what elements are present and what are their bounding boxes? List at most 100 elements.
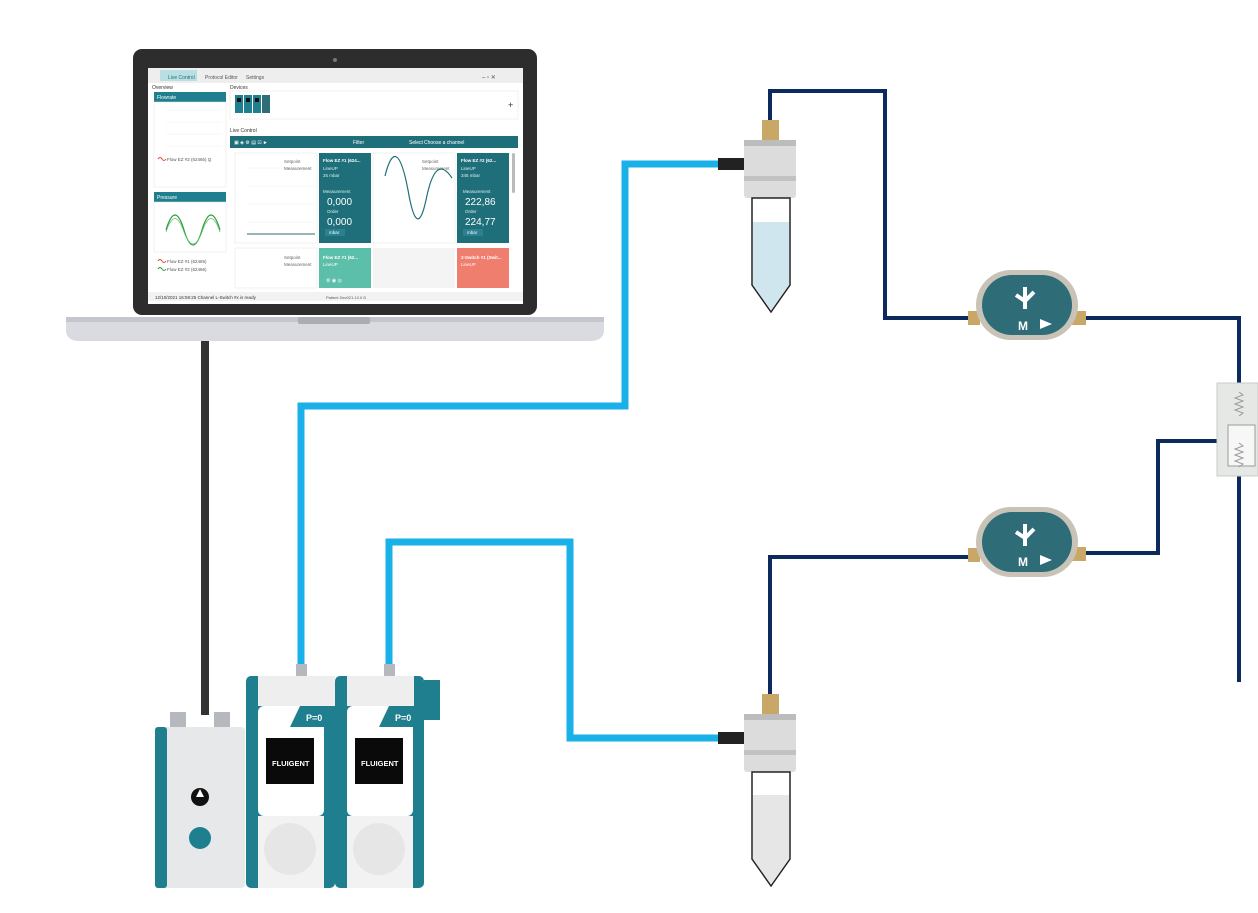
flowrate-legend-icon	[157, 157, 167, 161]
toolbar-icons[interactable]: ▣ ◈ ⚙ ▤ ⊡ ►	[234, 140, 268, 146]
flowrate-panel-title: Flowrate	[157, 95, 176, 101]
card1-title: Flow EZ #1 (624...	[323, 158, 361, 163]
card1-measurement: 0,000	[327, 197, 352, 208]
select-label: Select	[409, 140, 424, 146]
flow-unit-sensor-1: M	[968, 270, 1086, 340]
device-thumbnails[interactable]	[235, 95, 270, 113]
pump1-badge-label: P=0	[306, 713, 322, 723]
pump1-badge	[290, 706, 330, 727]
card2-sine-curve	[384, 155, 453, 220]
card3-measurement-legend: Measurement	[284, 262, 312, 267]
sensor-1-logo-icon	[1014, 287, 1036, 309]
pump1-brand: FLUIGENT	[272, 759, 310, 768]
sensor-2-arrow-icon	[1040, 555, 1052, 565]
devices-label: Devices	[230, 85, 248, 91]
card3-title: Flow EZ #1 (62...	[323, 255, 358, 260]
card3-icons[interactable]: ⚙ ◉ ◎	[326, 278, 343, 284]
card1-subtitle: LineUP	[323, 166, 338, 171]
reservoir-tube-1	[718, 120, 796, 314]
sensor-2-label: M	[1018, 555, 1028, 569]
card2-measurement: 222,86	[465, 197, 496, 208]
pressure-legend-1: Flow EZ #1 (62465)	[167, 259, 207, 264]
card2-measurement-legend: Measurement	[422, 166, 450, 171]
pressure-panel-header	[154, 192, 226, 202]
fluid-tube-1a	[768, 89, 972, 320]
pump2-badge-label: P=0	[395, 713, 411, 723]
chip-channel-1	[1233, 391, 1245, 417]
laptop-base	[66, 317, 604, 341]
flowrate-panel-header	[154, 92, 226, 102]
card2-unit[interactable]: mbar	[467, 230, 478, 235]
laptop-camera	[333, 58, 337, 62]
card2-measurement-label: Measurement	[463, 189, 491, 194]
reservoir-2-liquid	[753, 795, 789, 884]
card2-title: Flow EZ #2 (62...	[461, 158, 496, 163]
link-controller	[155, 712, 245, 888]
pump1-display	[266, 738, 314, 784]
tab-settings-label[interactable]: Settings	[246, 75, 265, 81]
fluid-tube-2b	[1085, 439, 1228, 555]
card2-pressure: 345 mbar	[461, 173, 481, 178]
window-controls[interactable]: – ▫ ✕	[482, 75, 496, 81]
flow-ez-pump-1: P=0 FLUIGENT	[246, 664, 335, 888]
overview-label: Overview	[152, 85, 173, 91]
fluid-tube-2a	[768, 555, 972, 695]
card4-title: 2-Switch #1 (Swit...	[461, 255, 502, 260]
card3-setpoint-legend: Setpoint	[284, 255, 301, 260]
card2-subtitle: LineUP	[461, 166, 476, 171]
tab-protocol-editor-label[interactable]: Protocol Editor	[205, 75, 238, 81]
tab-live-control-label: Live Control	[168, 75, 195, 81]
pump2-display	[355, 738, 403, 784]
choose-channel-dropdown[interactable]: Choose a channel	[424, 140, 464, 146]
live-control-label: Live Control	[230, 128, 257, 134]
sensor-1-label: M	[1018, 319, 1028, 333]
card2-setpoint-legend: Setpoint	[422, 159, 439, 164]
card1-measurement-legend: Measurement	[284, 166, 312, 171]
card1-unit[interactable]: mbar	[329, 230, 340, 235]
pump2-brand: FLUIGENT	[361, 759, 399, 768]
live-control-toolbar	[230, 136, 518, 148]
pressure-curve-2	[165, 218, 221, 245]
flowrate-legend: Flow EZ #2 (62466) Q	[167, 157, 212, 162]
microfluidic-chip	[1216, 382, 1258, 477]
reservoir-1-liquid	[753, 222, 789, 310]
chip-channel-2	[1233, 442, 1245, 468]
pressure-legend-1-icon	[157, 259, 167, 263]
sensor-2-logo-icon	[1014, 524, 1036, 546]
sensor-1-arrow-icon	[1040, 319, 1052, 329]
fluid-tube-1b	[1085, 316, 1241, 390]
card1-pressure: 25 mbar	[323, 173, 340, 178]
status-right: Patient Dev021.12.0 D	[326, 295, 366, 300]
pressure-legend-2: Flow EZ #2 (62466)	[167, 267, 207, 272]
channel-card-4[interactable]	[457, 248, 509, 288]
laptop-notch	[298, 317, 370, 324]
live-control-scrollbar[interactable]	[512, 153, 515, 193]
status-message: 12/10/2021 16:59:25 Channel L-Switch #x …	[155, 295, 257, 300]
add-device-icon[interactable]: +	[508, 100, 513, 110]
software-screen: Live Control Protocol Editor Settings – …	[148, 68, 523, 304]
channel-card-3[interactable]	[319, 248, 371, 288]
card2-order[interactable]: 224,77	[465, 217, 496, 228]
tab-live-control[interactable]	[160, 70, 197, 81]
pressure-curve-1	[165, 214, 221, 246]
pump2-badge	[379, 706, 419, 727]
flow-ez-pump-2: P=0 FLUIGENT	[335, 664, 440, 888]
pressure-tube-1	[297, 160, 720, 670]
card1-order[interactable]: 0,000	[327, 217, 352, 228]
tubing	[201, 89, 1241, 742]
card1-setpoint-legend: Setpoint	[284, 159, 301, 164]
channel-card-1[interactable]	[319, 153, 371, 243]
card1-measurement-label: Measurement	[323, 189, 351, 194]
controller-button[interactable]	[189, 827, 211, 849]
card3-subtitle: LineUP	[323, 262, 338, 267]
filter-label: Filter	[353, 140, 364, 146]
card4-subtitle: LineUP	[461, 262, 476, 267]
card1-order-label: Order	[327, 209, 339, 214]
pressure-legend-2-icon	[157, 267, 167, 271]
channel-card-2[interactable]	[457, 153, 509, 243]
card2-order-label: Order	[465, 209, 477, 214]
pressure-panel-title: Pressure	[157, 195, 177, 201]
pressure-tube-2	[385, 538, 720, 742]
reservoir-tube-2	[718, 694, 796, 888]
